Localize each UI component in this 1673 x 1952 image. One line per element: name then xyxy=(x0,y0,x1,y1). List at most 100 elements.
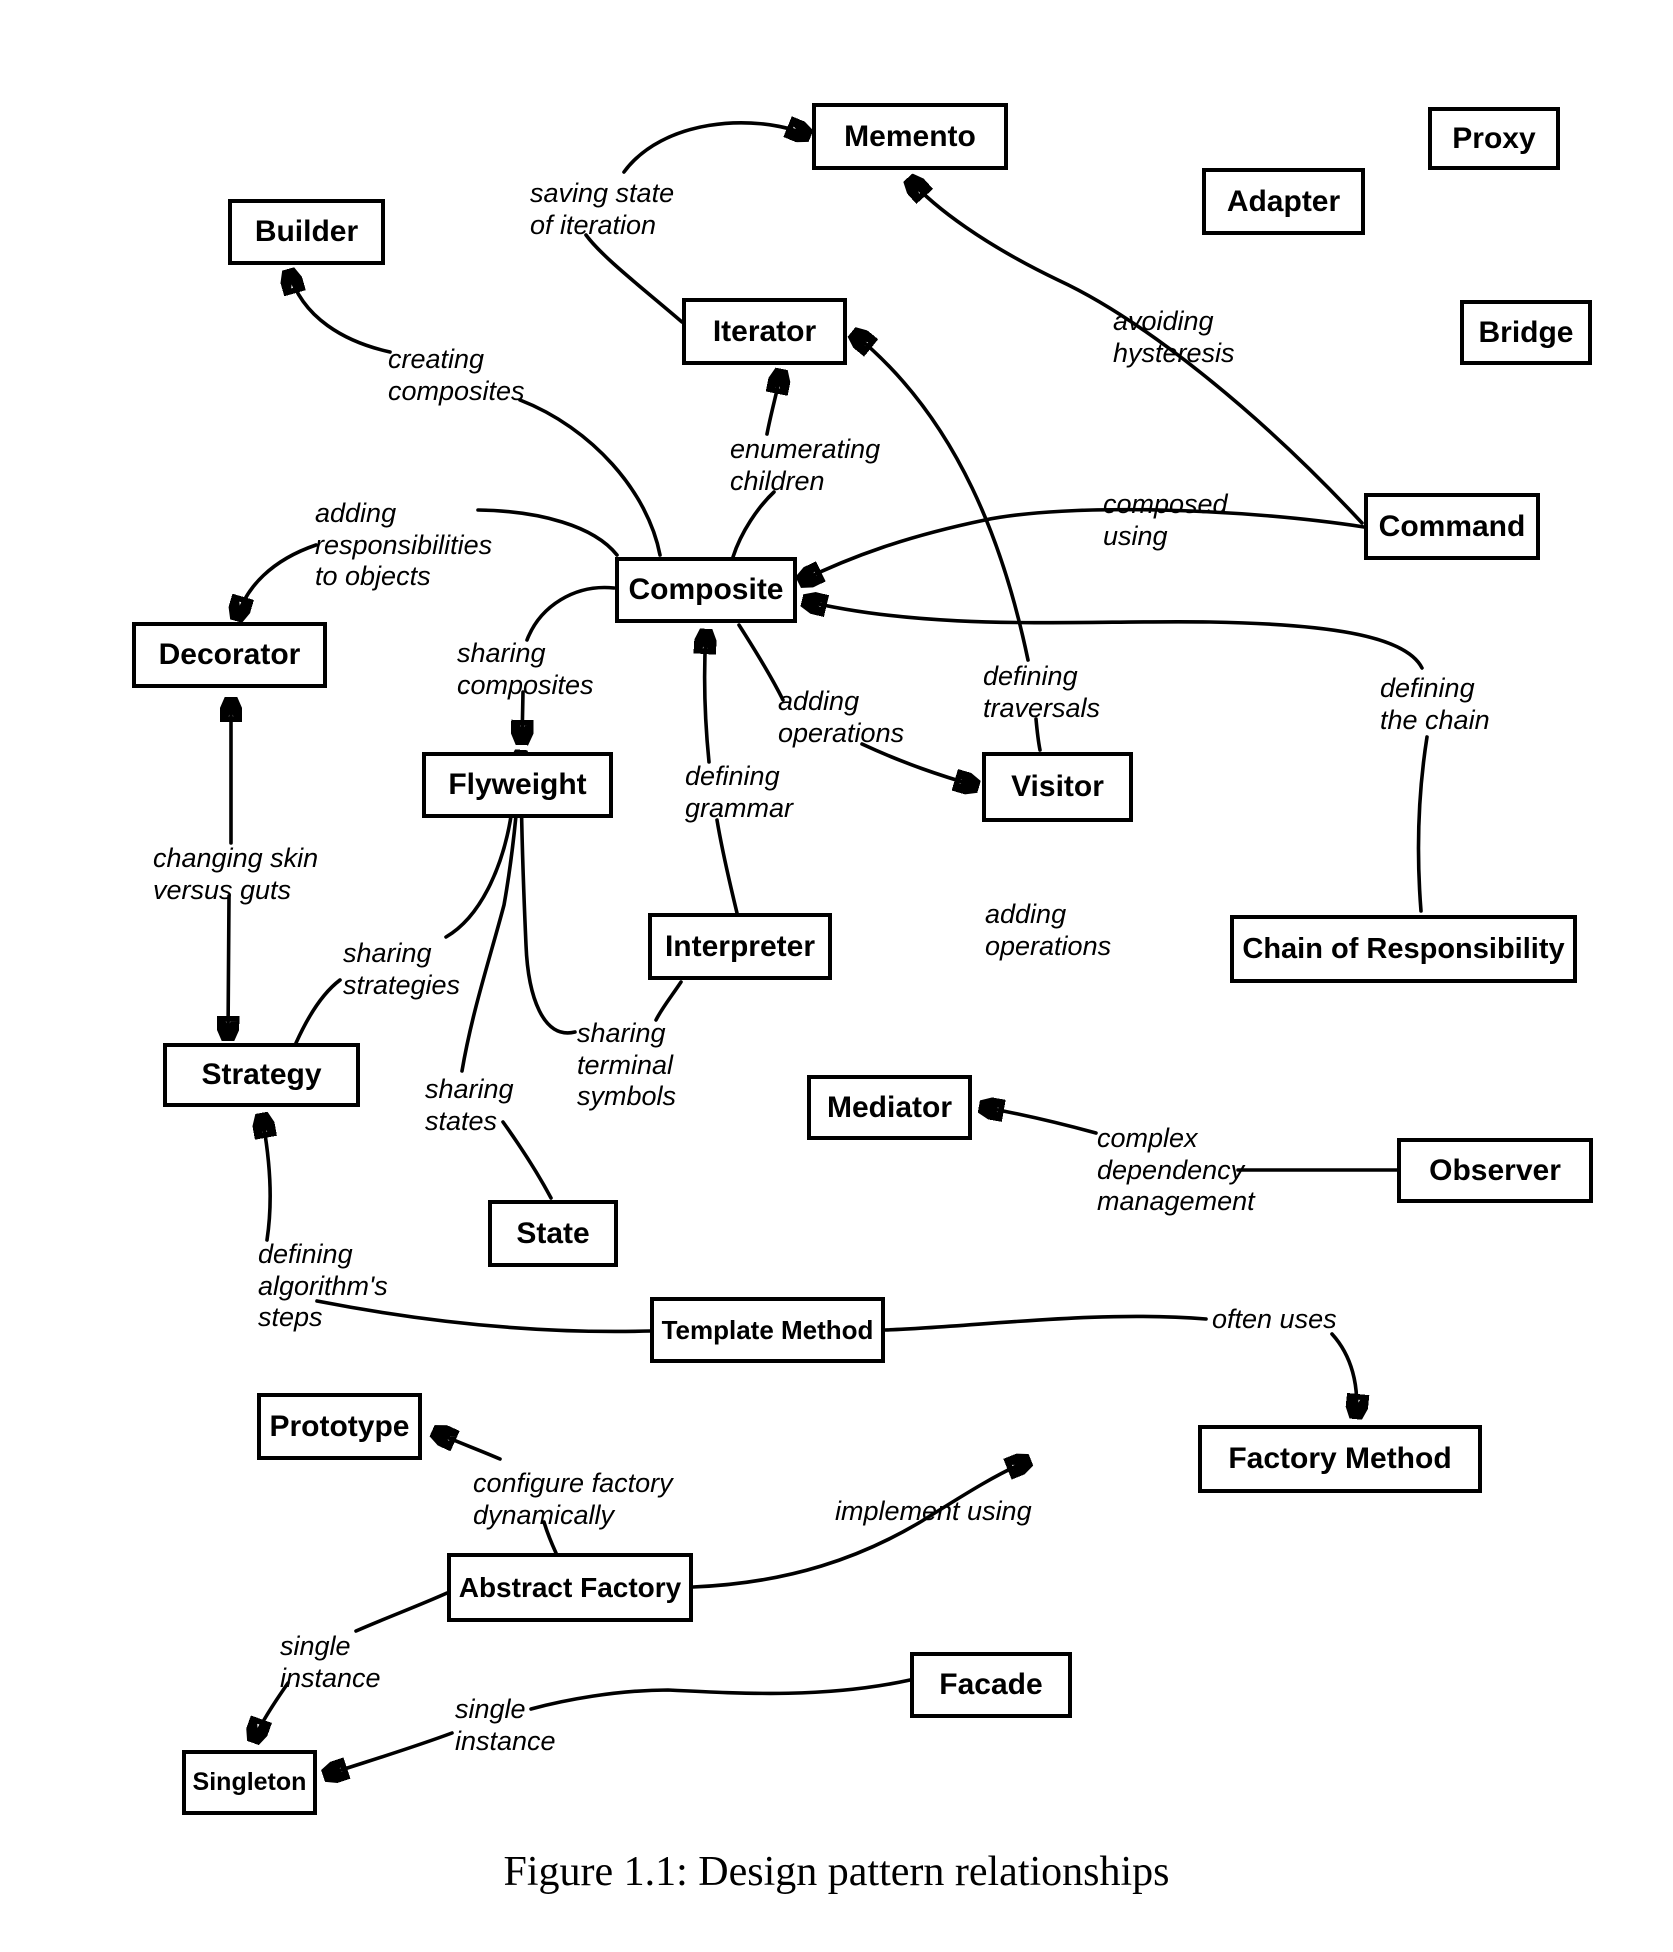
node-label-interpreter: Interpreter xyxy=(664,929,816,963)
node-label-command: Command xyxy=(1378,509,1526,543)
node-flyweight: Flyweight xyxy=(422,752,613,818)
node-label-proxy: Proxy xyxy=(1452,121,1536,155)
figure-caption: Figure 1.1: Design pattern relationships xyxy=(503,1849,1170,1895)
edge-single-instance-1b xyxy=(254,1681,290,1740)
edge-defining-grammar-a xyxy=(715,818,739,915)
node-label-strategy: Strategy xyxy=(201,1058,322,1091)
edge-label-adding-responsibilities: adding responsibilities to objects xyxy=(315,498,493,592)
node-label-iterator: Iterator xyxy=(712,314,817,348)
edge-label-defining-traversals: defining traversals xyxy=(983,661,1101,723)
edge-label-adding-operations-1: adding operations xyxy=(778,686,905,748)
edge-label-saving-state: saving state of iteration xyxy=(530,178,675,240)
edge-label-single-instance-1: single instance xyxy=(280,1631,381,1693)
edge-sharing-states-a xyxy=(501,1120,553,1200)
edge-adding-operations-1b xyxy=(860,742,976,786)
edge-sharing-composites-a xyxy=(525,585,616,642)
edge-label-configure-factory: configure factory dynamically xyxy=(473,1468,673,1530)
node-label-factory-method: Factory Method xyxy=(1228,1442,1452,1475)
edge-label-creating-composites: creating composites xyxy=(388,344,525,406)
edge-sharing-strategies-a xyxy=(294,978,342,1045)
edge-label-often-uses: often uses xyxy=(1212,1304,1337,1334)
node-factory-method: Factory Method xyxy=(1198,1425,1482,1493)
edge-avoiding-hysteresis xyxy=(910,180,1364,525)
edge-label-sharing-states: sharing states xyxy=(425,1074,514,1136)
edge-creating-composites-b xyxy=(518,398,662,557)
node-label-bridge: Bridge xyxy=(1478,315,1574,349)
edge-adding-responsibilities-a xyxy=(476,508,619,557)
edge-label-avoiding-hysteresis: avoiding hysteresis xyxy=(1113,306,1235,368)
edge-often-uses-b xyxy=(1330,1332,1357,1416)
edge-complex-dependency-b xyxy=(982,1107,1098,1135)
edge-saving-state-a xyxy=(584,233,684,324)
node-iterator: Iterator xyxy=(682,298,847,365)
node-memento: Memento xyxy=(812,103,1008,170)
node-label-decorator: Decorator xyxy=(158,638,301,671)
node-command: Command xyxy=(1364,493,1540,560)
node-observer: Observer xyxy=(1397,1138,1593,1203)
node-label-chain-of-responsibility: Chain of Responsibility xyxy=(1242,932,1565,965)
edge-label-sharing-composites: sharing composites xyxy=(457,638,594,700)
node-label-flyweight: Flyweight xyxy=(448,768,587,801)
node-label-memento: Memento xyxy=(844,119,976,153)
edge-label-defining-algorithms-steps: defining algorithm's steps xyxy=(258,1239,388,1333)
edge-sharing-composites-b xyxy=(522,690,523,742)
edge-label-complex-dependency: complex dependency management xyxy=(1097,1123,1255,1217)
node-label-prototype: Prototype xyxy=(269,1409,410,1443)
edge-adding-responsibilities-b xyxy=(237,543,318,618)
edge-single-instance-2a xyxy=(529,1678,912,1711)
node-chain-of-responsibility: Chain of Responsibility xyxy=(1230,915,1577,983)
edge-saving-state-b xyxy=(622,123,808,174)
edge-label-single-instance-2: single instance xyxy=(455,1694,556,1756)
edge-label-sharing-strategies: sharing strategies xyxy=(343,938,461,1000)
edge-defining-grammar-b xyxy=(705,632,709,764)
edge-defining-traversals-a xyxy=(1034,717,1042,752)
node-label-facade: Facade xyxy=(939,1668,1043,1701)
edge-configure-factory-b xyxy=(435,1432,502,1461)
edge-label-defining-the-chain: defining the chain xyxy=(1380,673,1490,735)
node-singleton: Singleton xyxy=(182,1750,317,1815)
edge-label-defining-grammar: defining grammar xyxy=(685,761,794,823)
edge-single-instance-2b xyxy=(326,1731,454,1775)
edge-defining-algorithms-b xyxy=(262,1116,270,1242)
edge-sharing-terminal-a xyxy=(654,980,683,1022)
edge-enumerating-children-b xyxy=(765,372,781,436)
node-abstract-factory: Abstract Factory xyxy=(447,1553,693,1622)
edge-creating-composites-a xyxy=(289,272,392,354)
edge-label-enumerating-children: enumerating children xyxy=(730,434,881,496)
node-label-composite: Composite xyxy=(628,573,784,606)
node-label-adapter: Adapter xyxy=(1226,184,1341,218)
node-template-method: Template Method xyxy=(650,1297,885,1363)
edge-adding-operations-1a xyxy=(737,623,785,702)
node-label-singleton: Singleton xyxy=(192,1768,307,1796)
edge-changing-skin-b xyxy=(228,894,229,1038)
node-state: State xyxy=(488,1200,618,1267)
node-visitor: Visitor xyxy=(982,752,1133,822)
edge-configure-factory-a xyxy=(542,1520,558,1555)
node-label-observer: Observer xyxy=(1429,1153,1561,1187)
edge-composed-using xyxy=(801,507,1366,581)
node-proxy: Proxy xyxy=(1428,107,1560,170)
edge-single-instance-1a xyxy=(354,1591,449,1633)
edge-implement-using xyxy=(691,1461,1028,1589)
node-mediator: Mediator xyxy=(807,1075,972,1140)
node-prototype: Prototype xyxy=(257,1393,422,1460)
node-adapter: Adapter xyxy=(1202,168,1365,235)
node-label-template-method: Template Method xyxy=(661,1314,874,1345)
node-facade: Facade xyxy=(910,1652,1072,1718)
edge-label-adding-operations-2: adding operations xyxy=(985,899,1112,961)
edge-often-uses-a xyxy=(883,1314,1208,1332)
edge-defining-the-chain-a xyxy=(1416,735,1429,913)
node-strategy: Strategy xyxy=(163,1043,360,1107)
node-bridge: Bridge xyxy=(1460,300,1592,365)
edge-label-composed-using: composed using xyxy=(1103,489,1228,551)
node-label-mediator: Mediator xyxy=(826,1090,952,1124)
node-composite: Composite xyxy=(615,557,797,623)
edge-defining-algorithms-a xyxy=(315,1299,652,1334)
node-decorator: Decorator xyxy=(132,622,327,688)
edge-defining-the-chain-b xyxy=(805,601,1424,670)
edge-enumerating-children-a xyxy=(731,490,776,559)
edge-label-sharing-terminal-symbols: sharing terminal symbols xyxy=(577,1018,677,1112)
node-builder: Builder xyxy=(228,199,385,265)
edge-label-implement-using: implement using xyxy=(835,1496,1032,1526)
